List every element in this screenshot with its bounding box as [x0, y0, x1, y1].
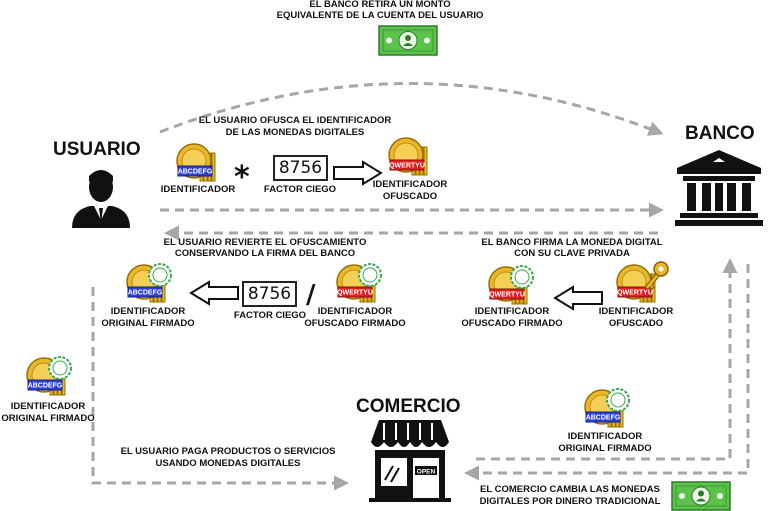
label-ofuscado-firmado-a1: IDENTIFICADOR — [317, 306, 393, 317]
label-ofuscado-firmado-a2: OFUSCADO FIRMADO — [304, 318, 406, 329]
label-ofuscado-b2: OFUSCADO — [608, 318, 664, 329]
coin-obfuscated-signed-code-2: QWERTYU — [489, 292, 525, 299]
coin-obfuscated-key-icon: QWERTYU — [616, 261, 669, 303]
caption-merchant-exchanges-1: EL COMERCIO CAMBIA LAS MONEDAS — [480, 484, 660, 495]
arrow-right-icon — [333, 160, 383, 186]
banknote-icon-2 — [671, 481, 731, 511]
coin-original-signed-right-code: ABCDEFG — [586, 415, 621, 422]
coin-original-signed-icon-right: ABCDEFG — [584, 388, 630, 428]
label-original-firmado-c2: ORIGINAL FIRMADO — [1, 413, 95, 424]
caption-bank-signs-2: CON SU CLAVE PRIVADA — [514, 248, 630, 259]
arrow-banco-to-comercio — [464, 264, 750, 481]
caption-user-obfuscates-1: EL USUARIO OFUSCA EL IDENTIFICADOR — [198, 115, 392, 126]
arrow-usuario-to-comercio — [91, 287, 349, 491]
caption-bank-signs-1: EL BANCO FIRMA LA MONEDA DIGITAL — [481, 237, 663, 248]
coin-obfuscated-icon: QWERTYU — [388, 137, 428, 176]
operator-multiply: * — [234, 160, 250, 195]
operator-divide: / — [306, 280, 316, 310]
coin-original-signed-left-code: ABCDEFG — [28, 383, 63, 390]
coin-original-icon: ABCDEFG — [176, 143, 216, 182]
caption-user-obfuscates-2: DE LAS MONEDAS DIGITALES — [225, 127, 365, 138]
coin-obfuscated-signed-icon-2: QWERTYU — [488, 265, 534, 305]
user-icon — [72, 170, 130, 228]
caption-merchant-exchanges-2: DIGITALES POR DINERO TRADICIONAL — [479, 496, 661, 507]
label-original-firmado-d1: IDENTIFICADOR — [567, 431, 643, 442]
label-ofuscado-firmado-b2: OFUSCADO FIRMADO — [461, 318, 563, 329]
coin-original-code: ABCDEFG — [178, 169, 213, 176]
caption-user-pays-1: EL USUARIO PAGA PRODUCTOS O SERVICIOS — [120, 446, 336, 457]
blind-factor-box-2: 8756 — [242, 281, 297, 307]
caption-bank-withdraw-2: EQUIVALENTE DE LA CUENTA DEL USUARIO — [276, 10, 484, 21]
actor-usuario-title: USUARIO — [53, 139, 141, 160]
label-original-firmado-a1: IDENTIFICADOR — [110, 306, 186, 317]
arrow-left-icon-2 — [553, 285, 603, 311]
label-identificador: IDENTIFICADOR — [160, 184, 236, 195]
blind-factor-box-1: 8756 — [273, 155, 328, 181]
label-ofuscado-b1: IDENTIFICADOR — [598, 306, 674, 317]
arrow-usuario-to-banco-top — [159, 82, 664, 136]
bank-icon — [675, 150, 763, 226]
caption-user-reverts-2: CONSERVANDO LA FIRMA DEL BANCO — [174, 248, 356, 259]
coin-original-signed-code: ABCDEFG — [128, 290, 163, 297]
label-ofuscado-firmado-b1: IDENTIFICADOR — [474, 306, 550, 317]
coin-original-signed-icon-left: ABCDEFG — [26, 356, 72, 396]
arrow-comercio-to-banco — [476, 258, 738, 461]
label-factor-ciego-1: FACTOR CIEGO — [263, 184, 337, 195]
coin-obfuscated-signed-icon-1: QWERTYU — [336, 263, 382, 303]
coin-original-signed-icon: ABCDEFG — [126, 263, 172, 303]
label-identificador-ofuscado-1: IDENTIFICADOR — [372, 179, 448, 190]
shop-sign-text: OPEN — [417, 469, 436, 476]
coin-obfuscated-code: QWERTYU — [389, 163, 425, 170]
label-original-firmado-a2: ORIGINAL FIRMADO — [101, 318, 195, 329]
label-original-firmado-d2: ORIGINAL FIRMADO — [558, 443, 652, 454]
coin-obfuscated-signed-code-1: QWERTYU — [337, 290, 373, 297]
actor-banco-title: BANCO — [685, 123, 755, 144]
key-icon — [644, 261, 669, 290]
label-factor-ciego-2: FACTOR CIEGO — [233, 310, 307, 321]
caption-bank-withdraw-1: EL BANCO RETIRA UN MONTO — [309, 0, 451, 10]
banknote-icon — [378, 25, 438, 56]
arrow-left-icon-1 — [189, 280, 239, 306]
caption-user-pays-2: USANDO MONEDAS DIGITALES — [155, 458, 301, 469]
label-original-firmado-c1: IDENTIFICADOR — [10, 401, 86, 412]
actor-comercio-title: COMERCIO — [356, 396, 461, 417]
coin-obfuscated-key-code: QWERTYU — [617, 290, 653, 297]
label-identificador-ofuscado-2: OFUSCADO — [382, 191, 438, 202]
shop-icon: OPEN — [369, 420, 451, 502]
caption-user-reverts-1: EL USUARIO REVIERTE EL OFUSCAMIENTO — [163, 237, 367, 248]
